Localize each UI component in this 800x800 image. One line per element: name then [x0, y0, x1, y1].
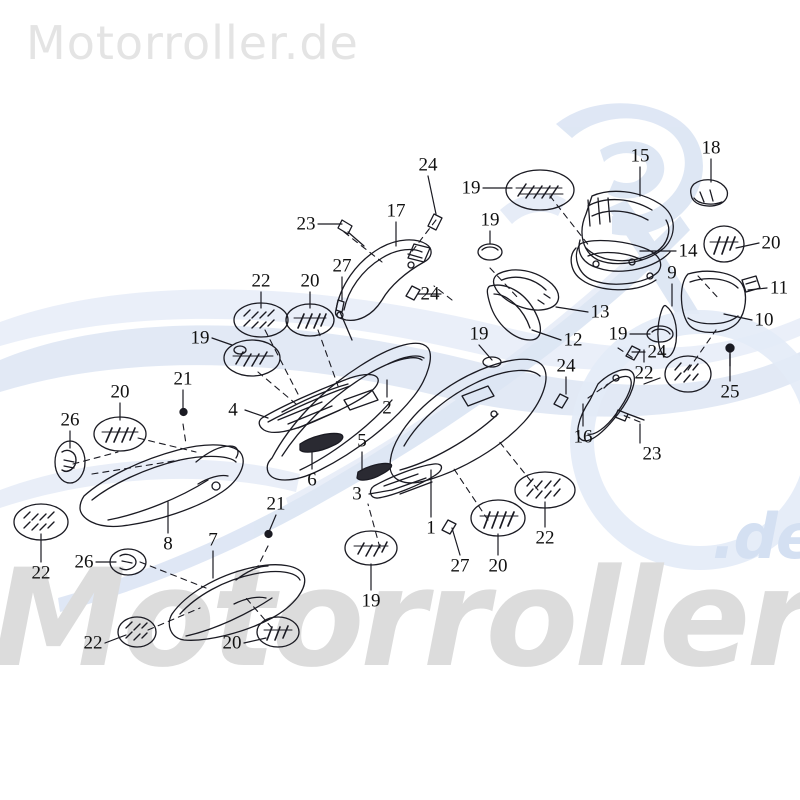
- callout-label-13[interactable]: 13: [590, 301, 610, 323]
- callout-label-20[interactable]: 20: [110, 381, 130, 403]
- callout-label-4[interactable]: 4: [228, 399, 238, 421]
- part-18-shape: [690, 179, 729, 207]
- part-17-shape: [334, 239, 432, 322]
- callout-label-15[interactable]: 15: [630, 145, 650, 167]
- callout-label-26[interactable]: 26: [60, 409, 80, 431]
- fastener-bubble-19-a: [505, 169, 575, 211]
- part-16-shape: [577, 369, 635, 442]
- part-4-shape: [258, 373, 379, 433]
- callout-label-1[interactable]: 1: [426, 517, 436, 539]
- callout-label-22[interactable]: 22: [83, 632, 103, 654]
- callout-label-24[interactable]: 24: [420, 283, 440, 305]
- part-14-shape: [570, 239, 662, 291]
- callout-label-24[interactable]: 24: [556, 355, 576, 377]
- part-23-lower-shape: [614, 409, 645, 422]
- callout-label-26[interactable]: 26: [74, 551, 94, 573]
- part-23-upper-shape: [337, 219, 365, 247]
- fastener-bubble-22-e: [664, 355, 712, 393]
- callout-label-2[interactable]: 2: [382, 397, 392, 419]
- callout-label-6[interactable]: 6: [307, 469, 317, 491]
- part-19-inline-b: [646, 325, 674, 343]
- fastener-bubble-19-b: [223, 339, 281, 377]
- part-5-shape: [356, 462, 393, 481]
- callout-label-9[interactable]: 9: [667, 262, 677, 284]
- fastener-bubble-20-a: [285, 303, 335, 337]
- callout-label-19[interactable]: 19: [190, 327, 210, 349]
- part-24-clips: [405, 213, 641, 409]
- callout-label-22[interactable]: 22: [31, 562, 51, 584]
- callout-label-21[interactable]: 21: [266, 493, 286, 515]
- part-12-shape: [486, 284, 541, 341]
- part-13-shape: [492, 269, 560, 311]
- callout-label-19[interactable]: 19: [608, 323, 628, 345]
- part-21-pins: [179, 407, 273, 539]
- callout-label-22[interactable]: 22: [634, 362, 654, 384]
- part-3-shape: [369, 463, 443, 499]
- callout-label-7[interactable]: 7: [208, 529, 218, 551]
- part-9-shape: [657, 304, 678, 358]
- part-15-shape: [578, 190, 674, 272]
- callout-label-17[interactable]: 17: [386, 200, 406, 222]
- fastener-bubble-22-c: [117, 616, 157, 648]
- part-1-shape: [389, 358, 547, 484]
- callout-label-3[interactable]: 3: [352, 483, 362, 505]
- fastener-bubble-20-e: [703, 225, 745, 263]
- callout-label-27[interactable]: 27: [332, 255, 352, 277]
- fastener-bubble-26-a: [54, 440, 86, 484]
- callout-label-14[interactable]: 14: [678, 240, 698, 262]
- callout-label-18[interactable]: 18: [701, 137, 721, 159]
- part-6-shape: [299, 432, 344, 453]
- callout-label-21[interactable]: 21: [173, 368, 193, 390]
- callout-label-23[interactable]: 23: [296, 213, 316, 235]
- part-8-shape: [79, 444, 244, 528]
- part-11-shape: [741, 275, 761, 293]
- callout-label-10[interactable]: 10: [754, 309, 774, 331]
- callout-label-20[interactable]: 20: [761, 232, 781, 254]
- callout-label-22[interactable]: 22: [535, 527, 555, 549]
- part-25-shape: [725, 343, 735, 367]
- callout-label-20[interactable]: 20: [488, 555, 508, 577]
- part-19-inline-a: [477, 243, 503, 261]
- fastener-bubble-20-c: [256, 616, 300, 648]
- callout-label-12[interactable]: 12: [563, 329, 583, 351]
- callout-label-24[interactable]: 24: [647, 341, 667, 363]
- part-2-shape: [266, 342, 431, 481]
- callout-label-20[interactable]: 20: [222, 632, 242, 654]
- callout-label-19[interactable]: 19: [361, 590, 381, 612]
- callout-label-27[interactable]: 27: [450, 555, 470, 577]
- callout-label-23[interactable]: 23: [642, 443, 662, 465]
- fastener-bubble-22-a: [233, 302, 289, 338]
- callout-label-5[interactable]: 5: [357, 430, 367, 452]
- callout-label-8[interactable]: 8: [163, 533, 173, 555]
- fastener-bubble-20-d: [470, 499, 526, 537]
- callout-label-16[interactable]: 16: [573, 426, 593, 448]
- fastener-bubble-26-b: [109, 548, 147, 576]
- callout-label-22[interactable]: 22: [251, 270, 271, 292]
- callout-label-24[interactable]: 24: [418, 154, 438, 176]
- callout-label-11[interactable]: 11: [769, 277, 789, 299]
- part-10-shape: [680, 270, 747, 333]
- fastener-bubble-22-b: [13, 503, 69, 541]
- part-19-inline-c: [482, 356, 502, 368]
- part-19-inline-d: [233, 345, 247, 355]
- callout-label-19[interactable]: 19: [461, 177, 481, 199]
- fastener-bubble-19-c: [344, 530, 398, 566]
- part-27-pins: [335, 299, 457, 535]
- callout-label-19[interactable]: 19: [480, 209, 500, 231]
- callout-label-20[interactable]: 20: [300, 270, 320, 292]
- part-7-shape: [168, 564, 306, 641]
- callout-label-25[interactable]: 25: [720, 381, 740, 403]
- callout-label-19[interactable]: 19: [469, 323, 489, 345]
- fastener-bubble-20-b: [93, 416, 147, 452]
- fastener-bubble-22-d: [514, 471, 576, 509]
